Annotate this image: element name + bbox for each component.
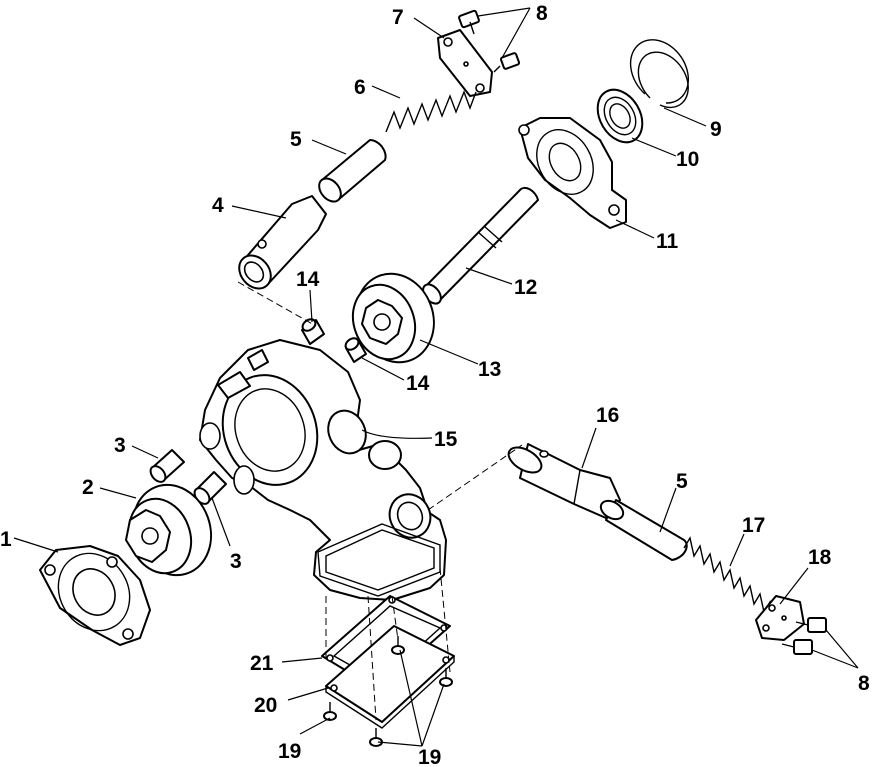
part-4-piston <box>238 195 327 290</box>
callout-10: 10 <box>676 148 699 171</box>
part-19-screw-2 <box>369 728 383 747</box>
callout-21: 21 <box>250 652 274 675</box>
callout-17: 17 <box>742 514 765 537</box>
part-13-rotor <box>351 272 435 364</box>
leader-lines <box>13 7 859 747</box>
callout-14-lower: 14 <box>406 372 430 395</box>
part-19-screw-4 <box>439 668 453 687</box>
callout-13: 13 <box>478 358 501 381</box>
part-2-rotor <box>125 483 213 577</box>
part-7-cover-plate <box>437 29 493 97</box>
part-5-sleeve-lower <box>599 499 688 561</box>
callout-19-right: 19 <box>418 746 441 767</box>
pump-body <box>199 339 447 601</box>
assembly-guide-lines <box>237 281 523 721</box>
callout-16: 16 <box>596 404 619 427</box>
part-8-bolt-top-1 <box>458 9 480 35</box>
callout-5-upper: 5 <box>290 128 302 151</box>
part-6-spring <box>385 90 477 133</box>
part-5-sleeve-upper <box>318 139 387 203</box>
part-8-bolt-top-2 <box>493 52 521 73</box>
callout-2: 2 <box>82 476 94 499</box>
part-1-front-cover <box>39 545 151 646</box>
callout-7: 7 <box>392 6 404 29</box>
callout-5-lower: 5 <box>676 470 688 493</box>
part-9-snap-ring <box>629 39 689 109</box>
part-10-bearing <box>596 88 644 144</box>
part-8-bolt-right-2 <box>781 639 813 655</box>
part-19-screw-1 <box>323 702 337 721</box>
callout-19-left: 19 <box>278 740 301 763</box>
callout-3-upper: 3 <box>114 434 126 457</box>
part-11-bearing-housing <box>518 117 627 229</box>
part-14-dowel-upper <box>301 318 325 345</box>
part-18-end-plate <box>755 595 805 641</box>
part-3-pin-upper <box>149 449 185 483</box>
part-14-dowel-lower <box>344 337 367 363</box>
callout-18: 18 <box>808 546 832 569</box>
callout-1: 1 <box>0 528 12 551</box>
callout-9: 9 <box>710 118 722 141</box>
part-19-screw-3 <box>391 636 405 655</box>
callout-6: 6 <box>354 76 366 99</box>
part-8-bolt-right-1 <box>795 617 827 633</box>
callout-15: 15 <box>434 428 458 451</box>
callout-4: 4 <box>212 194 224 217</box>
callout-12: 12 <box>514 276 537 299</box>
callout-3-lower: 3 <box>230 550 242 573</box>
callout-20: 20 <box>254 694 277 717</box>
callout-8-top: 8 <box>536 2 548 25</box>
callout-8-right: 8 <box>858 672 870 695</box>
callout-14-upper: 14 <box>296 268 320 291</box>
callout-11: 11 <box>656 230 679 253</box>
